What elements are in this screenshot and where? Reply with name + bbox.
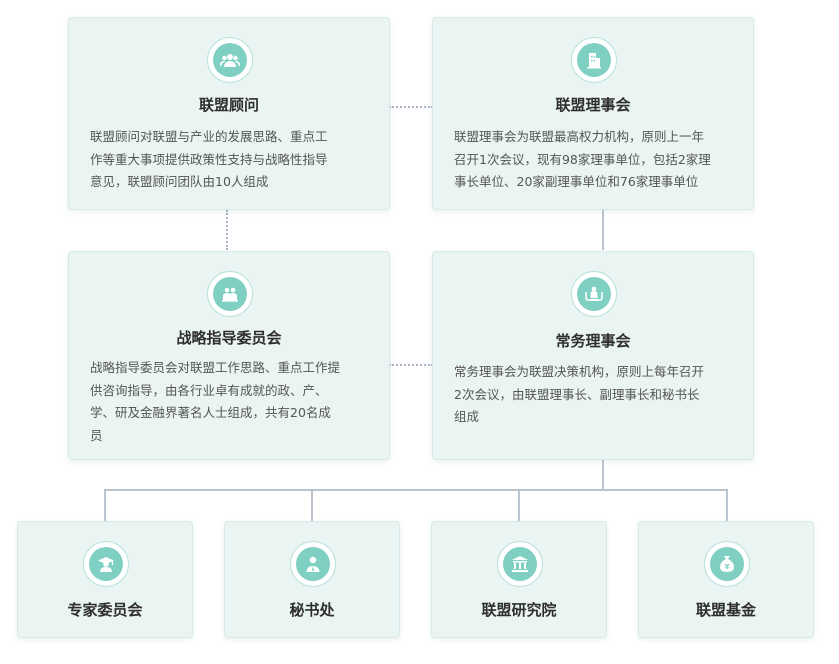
building-icon <box>571 37 617 83</box>
connector-to-fund <box>726 489 728 521</box>
connector-strategy-standing <box>389 364 433 366</box>
node-title: 战略指导委员会 <box>176 329 282 347</box>
connector-to-institute <box>518 489 520 521</box>
node-secretariat: 秘书处 <box>224 521 400 638</box>
node-description: 联盟理事会为联盟最高权力机构，原则上一年 召开1次会议，现有98家理事单位，包括… <box>454 129 711 189</box>
node-title: 联盟研究院 <box>481 601 557 619</box>
node-fund: ¥ 联盟基金 <box>638 521 814 638</box>
connector-advisor-council <box>389 106 433 108</box>
institution-icon <box>497 541 543 587</box>
node-advisor: 联盟顾问 联盟顾问对联盟与产业的发展思路、重点工 作等重大事项提供政策性支持与战… <box>68 17 390 210</box>
money-bag-icon: ¥ <box>704 541 750 587</box>
committee-icon <box>207 271 253 317</box>
node-description: 联盟顾问对联盟与产业的发展思路、重点工 作等重大事项提供政策性支持与战略性指导 … <box>90 129 328 189</box>
node-title: 联盟基金 <box>695 601 756 619</box>
node-strategy-committee: 战略指导委员会 战略指导委员会对联盟工作思路、重点工作提 供咨询指导，由各行业卓… <box>68 251 390 460</box>
connector-to-secretariat <box>311 489 313 521</box>
node-expert-committee: 专家委员会 <box>17 521 193 638</box>
node-title: 秘书处 <box>289 601 335 619</box>
connector-standing-trunk <box>602 460 604 490</box>
advisor-group-icon <box>207 37 253 83</box>
connector-horizontal-bus <box>104 489 728 491</box>
node-description: 战略指导委员会对联盟工作思路、重点工作提 供咨询指导，由各行业卓有成就的政、产、… <box>90 360 341 443</box>
connector-council-standing <box>602 210 604 250</box>
node-title: 联盟理事会 <box>555 96 631 114</box>
node-description: 常务理事会为联盟决策机构，原则上每年召开 2次会议，由联盟理事长、副理事长和秘书… <box>454 364 705 424</box>
node-title: 联盟顾问 <box>198 96 259 114</box>
person-icon <box>290 541 336 587</box>
standing-council-icon <box>571 271 617 317</box>
svg-text:¥: ¥ <box>725 563 730 571</box>
connector-advisor-strategy <box>226 210 228 250</box>
graduate-icon <box>83 541 129 587</box>
node-standing-council: 常务理事会 常务理事会为联盟决策机构，原则上每年召开 2次会议，由联盟理事长、副… <box>432 251 754 460</box>
connector-to-experts <box>104 489 106 521</box>
node-council: 联盟理事会 联盟理事会为联盟最高权力机构，原则上一年 召开1次会议，现有98家理… <box>432 17 754 210</box>
node-institute: 联盟研究院 <box>431 521 607 638</box>
node-title: 专家委员会 <box>67 601 143 619</box>
node-title: 常务理事会 <box>555 332 631 350</box>
